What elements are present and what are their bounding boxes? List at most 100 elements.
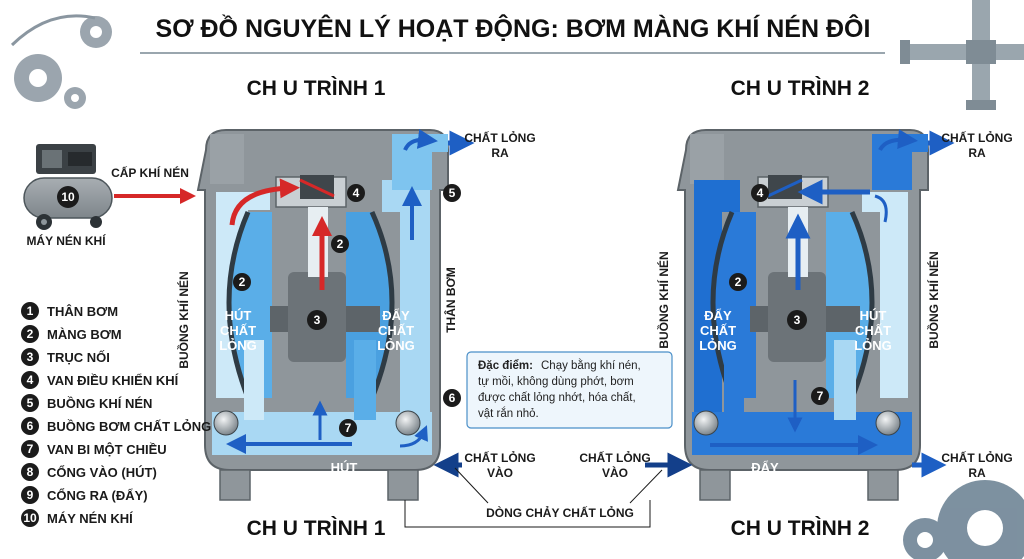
pump-1-suction-label-3: LỎNG <box>219 338 257 353</box>
legend-badge <box>21 417 39 435</box>
pump-2-day-label: ĐẨY <box>751 460 779 475</box>
callout-7 <box>339 419 357 437</box>
pump-1-push-label-2: CHẤT <box>378 323 414 338</box>
legend-num: 6 <box>27 419 34 433</box>
legend-item-1: THÂN BƠM <box>47 304 118 319</box>
pump-1-inlet-label-2: VÀO <box>487 465 513 480</box>
pump-2-push-label-2: CHẤT <box>700 323 736 338</box>
pump-1-suction-label-2: CHẤT <box>220 323 256 338</box>
flow-leader-left <box>454 467 489 504</box>
legend-item-5: BUỒNG KHÍ NÉN <box>47 396 152 411</box>
flow-label: DÒNG CHẢY CHẤT LỎNG <box>486 505 634 520</box>
legend-num: 10 <box>23 511 37 525</box>
pump-2-inlet-label-2: VÀO <box>602 465 628 480</box>
legend-num: 2 <box>27 327 34 341</box>
pump-1-outlet-label-2: RA <box>491 146 509 160</box>
flow-leader-right <box>629 469 663 504</box>
callout-7 <box>811 387 829 405</box>
callout-3 <box>787 310 807 330</box>
pump-1-push-label-3: LỎNG <box>377 338 415 353</box>
callout-6 <box>443 389 461 407</box>
legend-item-6: BUỒNG BƠM CHẤT LỎNG <box>47 419 211 434</box>
legend-item-3: TRỤC NỐI <box>47 350 110 365</box>
air-supply-label: CẤP KHÍ NÉN <box>111 165 189 180</box>
callout-10-label: 10 <box>61 190 75 204</box>
air-chamber-label-right-2: BUỒNG KHÍ NÉN <box>926 251 941 348</box>
gear-icon <box>903 480 1024 559</box>
pump-2-left-diaphragm <box>713 212 756 398</box>
page-title: SƠ ĐỒ NGUYÊN LÝ HOẠT ĐỘNG: BƠM MÀNG KHÍ … <box>156 13 871 43</box>
legend-badge <box>21 325 39 343</box>
cycle-2-caption: CH U TRÌNH 2 <box>731 517 870 540</box>
air-chamber-label-right-1: BUỒNG KHÍ NÉN <box>656 251 671 348</box>
callout-2 <box>729 273 747 291</box>
legend-item-2: MÀNG BƠM <box>47 327 122 342</box>
callout-4-label: 4 <box>757 186 764 200</box>
note-line-3: được chất lỏng nhớt, hóa chất, <box>478 392 636 404</box>
note-title: Đặc điểm: <box>478 360 533 372</box>
callout-2 <box>233 273 251 291</box>
pump-cycle-2: 4 2 3 7 ĐẨY CHẤT LỎNG HÚT CHẤT LỎNG ĐẨY <box>676 129 929 501</box>
pump-body-label-left: THÂN BƠM <box>443 267 458 333</box>
curved-arrow-icon <box>10 14 96 47</box>
legend-num: 5 <box>27 396 34 410</box>
callout-6-label: 6 <box>449 391 456 405</box>
legend-num: 3 <box>27 350 34 364</box>
legend-badge <box>21 463 39 481</box>
note-line-1: Chạy bằng khí nén, <box>541 359 641 372</box>
pump-2-suction-label: HÚT <box>860 308 887 323</box>
legend-badge <box>21 348 39 366</box>
pump-2-discharge-label-2: RA <box>968 466 986 480</box>
callout-2-label: 2 <box>337 237 344 251</box>
legend-badge <box>21 509 39 527</box>
pump-2-suction-label-3: LỎNG <box>854 338 892 353</box>
legend-item-4: VAN ĐIỀU KHIỂN KHÍ <box>47 373 179 388</box>
pump-1-suction-label: HÚT <box>225 308 252 323</box>
pipe-icon <box>900 0 1024 110</box>
note-line-4: vật rắn nhỏ. <box>478 407 539 420</box>
legend-item-10: MÁY NÉN KHÍ <box>47 511 133 526</box>
callout-3 <box>307 310 327 330</box>
callout-7-label: 7 <box>817 389 824 403</box>
pump-1-check-ball-left <box>213 410 239 436</box>
note-box: Đặc điểm: Chạy bằng khí nén, tự mồi, khô… <box>466 351 673 429</box>
callout-4 <box>751 184 769 202</box>
pump-1-outlet-label: CHẤT LỎNG <box>464 130 535 145</box>
callout-4 <box>347 184 365 202</box>
pump-1-check-ball-right <box>395 410 421 436</box>
callout-2-label: 2 <box>239 275 246 289</box>
pump-2-inlet-label: CHẤT LỎNG <box>579 450 650 465</box>
callout-2 <box>331 235 349 253</box>
compressor-label: MÁY NÉN KHÍ <box>26 233 106 248</box>
air-compressor: 10 <box>23 144 113 230</box>
legend-num: 8 <box>27 465 34 479</box>
callout-3-label: 3 <box>314 313 321 327</box>
pump-2-push-label: ĐẨY <box>704 308 732 323</box>
legend-badge <box>21 394 39 412</box>
pump-1-push-label: ĐẨY <box>382 308 410 323</box>
legend-num: 7 <box>27 442 34 456</box>
callout-5 <box>443 184 461 202</box>
pump-2-suction-label-2: CHẤT <box>855 323 891 338</box>
note-line-2: tự mồi, không dùng phớt, bơm <box>478 376 634 388</box>
legend-num: 9 <box>27 488 34 502</box>
pump-2-outlet-label-2: RA <box>968 146 986 160</box>
pump-2-push-label-3: LỎNG <box>699 338 737 353</box>
pump-2-outlet-label: CHẤT LỎNG <box>941 130 1012 145</box>
legend-badge <box>21 302 39 320</box>
legend-item-9: CỔNG RA (ĐẨY) <box>47 488 148 503</box>
legend-badge <box>21 371 39 389</box>
legend-num: 1 <box>27 304 34 318</box>
pump-2-check-ball-left <box>693 410 719 436</box>
legend-item-8: CỔNG VÀO (HÚT) <box>47 465 157 480</box>
cycle-1-caption: CH U TRÌNH 1 <box>247 517 386 540</box>
callout-7-label: 7 <box>345 421 352 435</box>
legend-item-7: VAN BI MỘT CHIỀU <box>47 442 167 457</box>
callout-4-label: 4 <box>353 186 360 200</box>
legend-badge <box>21 486 39 504</box>
pump-1-inlet-label: CHẤT LỎNG <box>464 450 535 465</box>
cycle-1-title: CH U TRÌNH 1 <box>247 77 386 100</box>
callout-3-label: 3 <box>794 313 801 327</box>
legend-badge <box>21 440 39 458</box>
